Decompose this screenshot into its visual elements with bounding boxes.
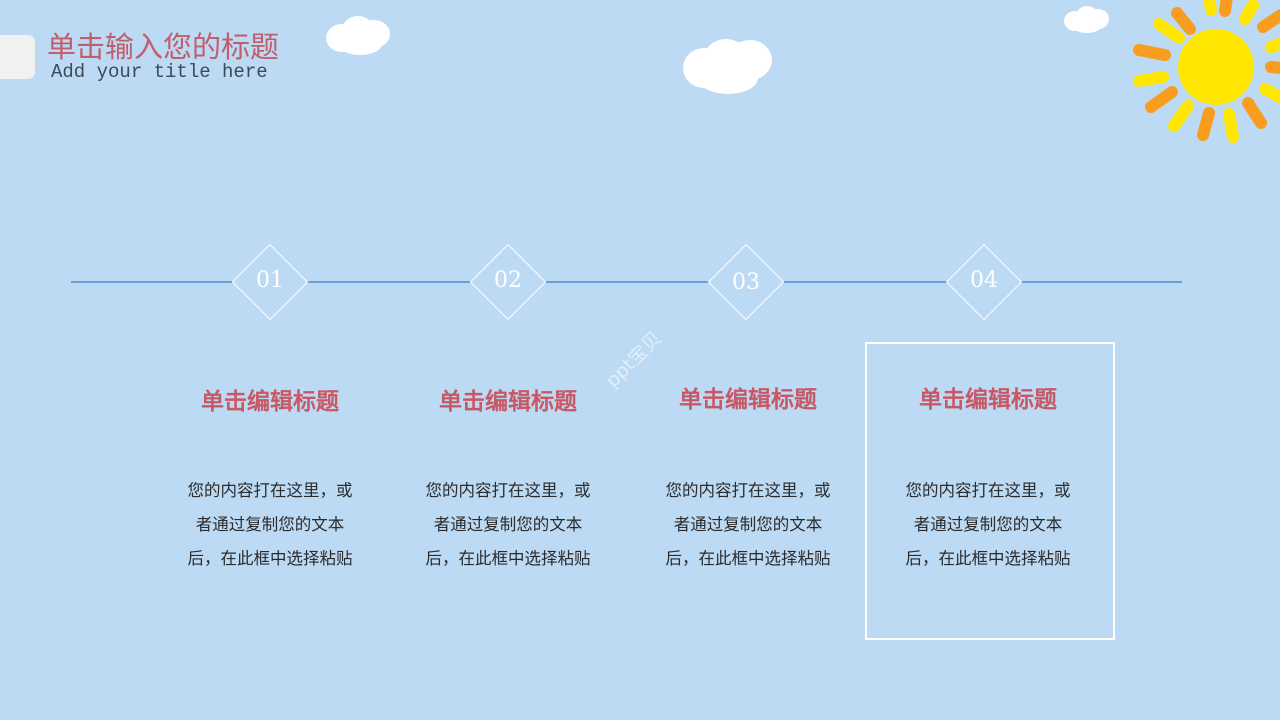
step-title[interactable]: 单击编辑标题 xyxy=(919,387,1057,413)
sun-icon xyxy=(1133,0,1280,143)
step-title[interactable]: 单击编辑标题 xyxy=(201,389,339,415)
step-title[interactable]: 单击编辑标题 xyxy=(439,389,577,415)
page-title[interactable]: 单击输入您的标题 xyxy=(47,30,280,64)
cloud-icon xyxy=(326,16,390,55)
step-body[interactable]: 您的内容打在这里，或者通过复制您的文本后，在此框中选择粘贴 xyxy=(425,481,591,568)
cloud-icon xyxy=(1064,6,1109,33)
step-number-03: 03 xyxy=(732,270,760,295)
step-card-03: 单击编辑标题 您的内容打在这里，或者通过复制您的文本后，在此框中选择粘贴 xyxy=(648,382,848,576)
cloud-icon xyxy=(683,39,772,94)
step-card-02: 单击编辑标题 您的内容打在这里，或者通过复制您的文本后，在此框中选择粘贴 xyxy=(408,384,608,576)
highlight-frame xyxy=(865,342,1115,640)
title-tab-shape xyxy=(0,35,35,79)
step-card-04: 单击编辑标题 您的内容打在这里，或者通过复制您的文本后，在此框中选择粘贴 xyxy=(888,382,1088,576)
step-body[interactable]: 您的内容打在这里，或者通过复制您的文本后，在此框中选择粘贴 xyxy=(665,481,831,568)
timeline-line xyxy=(71,281,1182,283)
step-body[interactable]: 您的内容打在这里，或者通过复制您的文本后，在此框中选择粘贴 xyxy=(187,481,353,568)
step-title[interactable]: 单击编辑标题 xyxy=(679,387,817,413)
step-number-02: 02 xyxy=(494,268,522,293)
step-card-01: 单击编辑标题 您的内容打在这里，或者通过复制您的文本后，在此框中选择粘贴 xyxy=(170,384,370,576)
step-number-04: 04 xyxy=(970,268,998,293)
page-subtitle[interactable]: Add your title here xyxy=(51,61,268,83)
step-number-01: 01 xyxy=(256,268,284,293)
step-body[interactable]: 您的内容打在这里，或者通过复制您的文本后，在此框中选择粘贴 xyxy=(905,481,1071,568)
